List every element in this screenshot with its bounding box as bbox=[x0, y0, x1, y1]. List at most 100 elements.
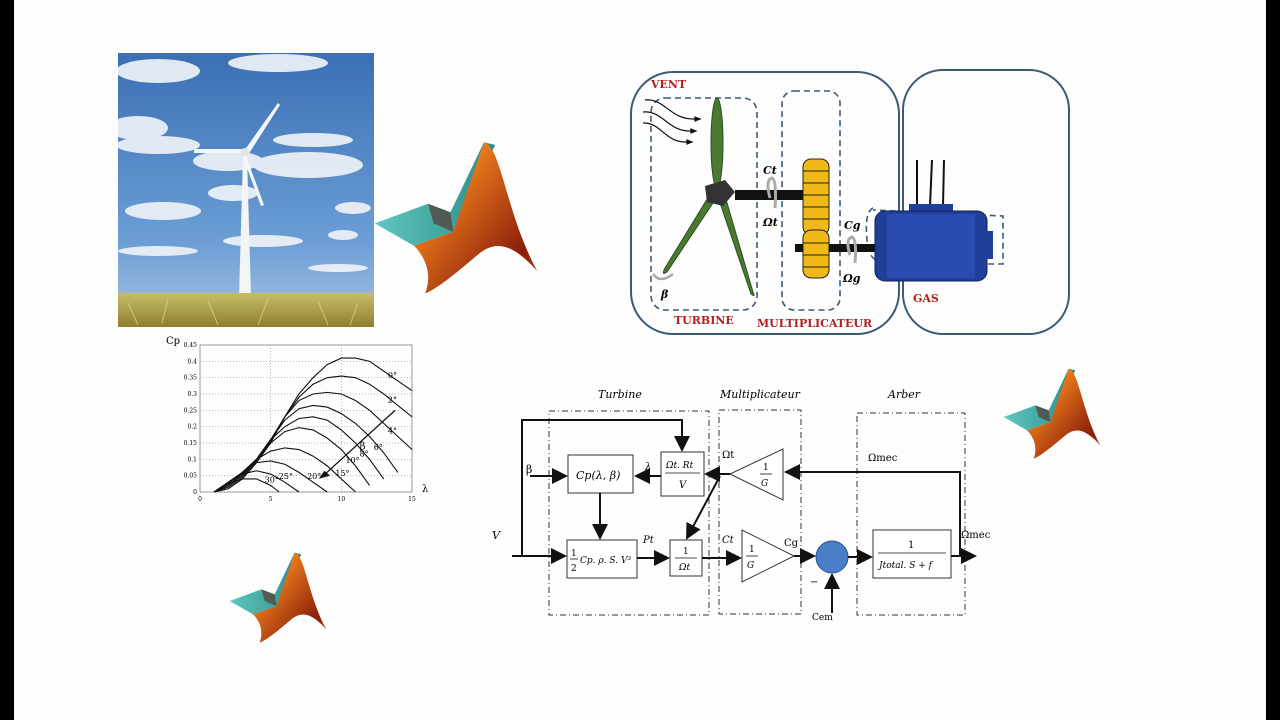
gain-feedback-block bbox=[728, 448, 784, 501]
input-wind-speed: V bbox=[492, 529, 501, 542]
gearbox-section bbox=[718, 409, 802, 615]
signal-torque-t: Ct bbox=[722, 535, 735, 546]
series-line bbox=[213, 404, 399, 493]
rotation-arrow-icon bbox=[846, 235, 858, 264]
gain-torque-den: G bbox=[747, 561, 754, 571]
wheat-field bbox=[118, 293, 374, 327]
minus-sign: − bbox=[810, 577, 818, 588]
gearbox-zone bbox=[781, 90, 841, 311]
label-turbine-torque: Ct bbox=[763, 164, 777, 177]
chart-grid bbox=[199, 344, 413, 493]
signal-omega-t: Ωt bbox=[722, 450, 734, 461]
x-tick-label: 5 bbox=[269, 496, 273, 503]
chart-series bbox=[213, 357, 413, 493]
shaft-section bbox=[856, 412, 966, 616]
mechanical-frame bbox=[630, 71, 900, 335]
chart-ylabel: Cp bbox=[166, 336, 180, 347]
shaft-den: Jtotal. S + f bbox=[877, 561, 934, 571]
series-line bbox=[213, 470, 300, 493]
y-tick-label: 0.3 bbox=[187, 391, 197, 398]
turbine-zone bbox=[650, 97, 758, 311]
matlab-logo-icon bbox=[1003, 368, 1101, 459]
generator-icon bbox=[874, 159, 993, 282]
signal-omega-mec-feedback: Ωmec bbox=[868, 453, 898, 464]
beta-arrow-label: β bbox=[360, 442, 366, 453]
summing-junction bbox=[815, 540, 849, 574]
x-tick-label: 0 bbox=[198, 496, 202, 503]
wind-arrows-icon bbox=[642, 99, 702, 145]
series-line bbox=[213, 478, 280, 493]
section-title-turbine: Turbine bbox=[598, 388, 642, 401]
y-tick-label: 0.25 bbox=[184, 407, 198, 414]
turbine-section bbox=[548, 410, 710, 616]
beta-arrow-head bbox=[318, 470, 331, 479]
series-label: 15° bbox=[335, 469, 349, 478]
series-label: 25° bbox=[279, 472, 293, 481]
input-pitch: β bbox=[526, 463, 532, 476]
label-gen-speed: Ωg bbox=[842, 272, 861, 285]
series-label: 30° bbox=[265, 475, 279, 484]
pitch-arrow-icon bbox=[651, 272, 674, 281]
turbine-tower bbox=[239, 156, 251, 297]
tsr-block bbox=[660, 451, 705, 497]
section-title-gearbox: Multiplicateur bbox=[719, 388, 801, 401]
wind-turbine-photo bbox=[118, 53, 374, 327]
series-label: 8° bbox=[360, 449, 369, 458]
gain-torque-block bbox=[741, 529, 796, 583]
label-turbine-speed: Ωt bbox=[762, 216, 778, 229]
tsr-denominator: V bbox=[679, 480, 688, 491]
input-em-torque: Cem bbox=[812, 613, 833, 623]
tsr-numerator: Ωt. Rt bbox=[665, 461, 694, 471]
high-speed-shaft bbox=[795, 244, 875, 252]
y-tick-label: 0.35 bbox=[184, 375, 198, 382]
turbine-blades-icon bbox=[662, 97, 755, 297]
shaft-num: 1 bbox=[908, 540, 914, 551]
y-tick-label: 0.2 bbox=[187, 424, 197, 431]
signal-omega-mec-output: Ωmec bbox=[961, 530, 991, 541]
y-tick-label: 0 bbox=[193, 489, 197, 496]
series-line bbox=[213, 447, 356, 493]
label-pitch: β bbox=[660, 288, 669, 301]
shaft-dynamics-block bbox=[872, 529, 952, 579]
power-block bbox=[566, 539, 638, 579]
chart-xlabel: λ bbox=[422, 484, 429, 495]
electrical-frame bbox=[902, 69, 1070, 335]
label-generator: GAS bbox=[913, 292, 939, 305]
series-label: 20° bbox=[307, 472, 321, 481]
series-line bbox=[213, 391, 413, 493]
power-expression: Cp. ρ. S. V³ bbox=[580, 556, 631, 566]
label-gearbox: MULTIPLICATEUR bbox=[757, 317, 873, 330]
cp-block-label: Cp(λ, β) bbox=[576, 469, 620, 482]
x-tick-label: 15 bbox=[408, 496, 416, 503]
inv-omega-den: Ωt bbox=[678, 563, 690, 573]
beta-arrow bbox=[321, 409, 396, 478]
label-turbine: TURBINE bbox=[674, 314, 734, 327]
matlab-logo-icon bbox=[229, 552, 327, 643]
series-label: 2° bbox=[388, 395, 397, 404]
y-tick-label: 0.1 bbox=[187, 456, 197, 463]
cp-block bbox=[567, 454, 634, 494]
x-tick-label: 10 bbox=[338, 496, 346, 503]
power-frac-den: 2 bbox=[571, 564, 577, 574]
series-label: 4° bbox=[388, 426, 397, 435]
wind-turbine-schematic: VENT TURBINE MULTIPLICATEUR GAS Ct Ωt Cg… bbox=[630, 69, 1070, 335]
y-tick-label: 0.15 bbox=[184, 440, 198, 447]
plot-frame bbox=[199, 344, 413, 493]
series-line bbox=[213, 375, 413, 493]
inv-omega-num: 1 bbox=[683, 547, 689, 557]
series-label: 10° bbox=[345, 456, 359, 465]
power-frac-num: 1 bbox=[571, 549, 577, 559]
gain-fb-den: G bbox=[761, 479, 768, 489]
chart-labels: 0° 2° 4° 6° 8°10° 15° 20° 25°30° β bbox=[265, 371, 397, 485]
y-tick-label: 0.45 bbox=[184, 342, 198, 349]
series-label: 0° bbox=[388, 371, 397, 380]
series-label: 6° bbox=[374, 443, 383, 452]
clouds bbox=[118, 54, 371, 272]
signal-torque-g: Cg bbox=[784, 538, 799, 549]
rotation-arrow-icon bbox=[766, 176, 778, 209]
y-tick-label: 0.4 bbox=[187, 358, 197, 365]
label-wind: VENT bbox=[650, 78, 687, 91]
signal-lambda: λ bbox=[644, 462, 651, 473]
control-block-diagram: Turbine Multiplicateur Arber Cp(λ, β) Ωt… bbox=[492, 388, 991, 623]
